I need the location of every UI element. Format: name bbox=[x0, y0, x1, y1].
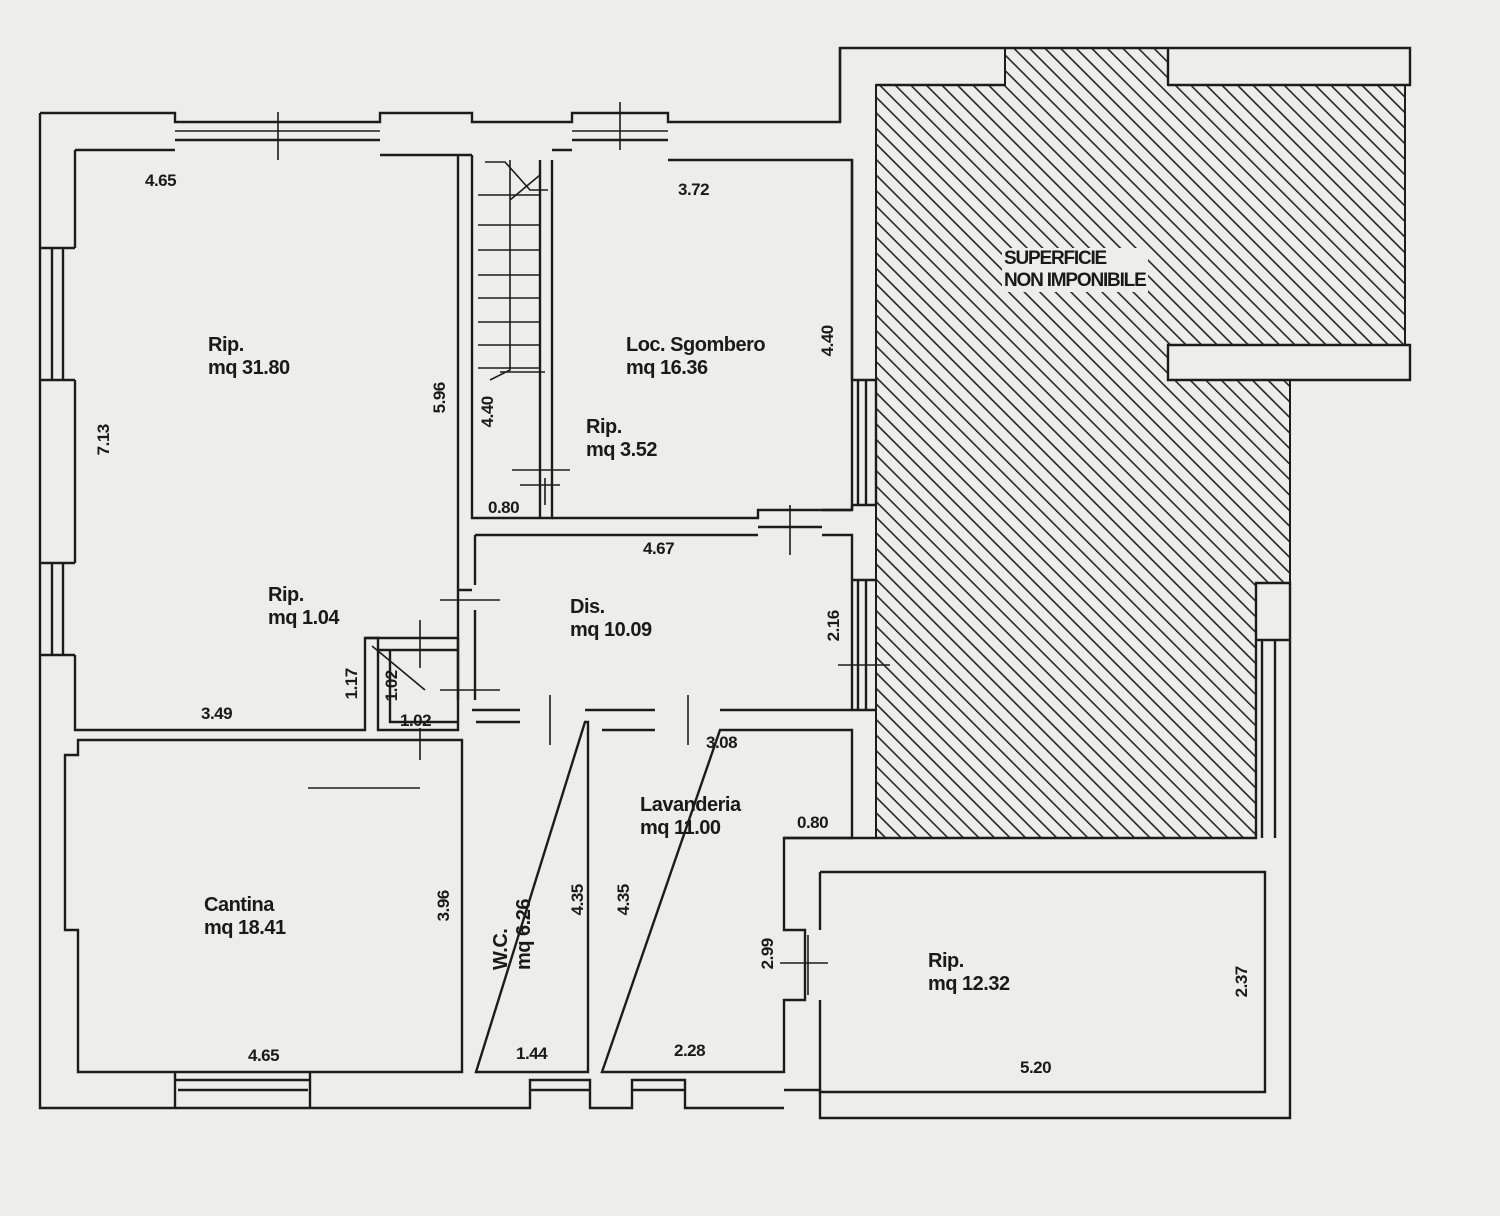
dim-label: 1.02 bbox=[400, 711, 432, 730]
room-dis: Dis. mq 10.09 bbox=[570, 596, 652, 642]
room-loc-sgombero: Loc. Sgombero mq 16.36 bbox=[626, 334, 766, 380]
dim-label: 2.37 bbox=[1232, 966, 1252, 998]
non-taxable-line2: NON IMPONIBILE bbox=[1004, 269, 1147, 291]
dim-label: 1.02 bbox=[382, 670, 402, 702]
room-area: mq 18.41 bbox=[204, 917, 286, 939]
dim-label: 3.49 bbox=[201, 704, 233, 723]
dim-label: 0.80 bbox=[488, 498, 520, 517]
dim-label: 4.40 bbox=[818, 325, 838, 357]
dim-label: 0.80 bbox=[797, 813, 829, 832]
dim-label: 4.40 bbox=[478, 396, 498, 428]
dim-label: 4.65 bbox=[248, 1046, 280, 1065]
room-name: Cantina bbox=[204, 894, 274, 916]
room-area: mq 31.80 bbox=[208, 357, 290, 379]
dim-label: 2.16 bbox=[824, 610, 844, 642]
room-rip-small: Rip. mq 3.52 bbox=[586, 416, 657, 462]
dim-label: 3.72 bbox=[678, 180, 710, 199]
dim-label: 1.44 bbox=[516, 1044, 548, 1063]
stair-treads bbox=[478, 160, 548, 381]
room-name: Rip. bbox=[208, 334, 244, 356]
dim-label: 5.96 bbox=[430, 382, 450, 414]
dim-label: 3.96 bbox=[434, 890, 454, 922]
dim-label: 4.35 bbox=[568, 884, 588, 916]
room-area: mq 16.36 bbox=[626, 357, 708, 379]
dim-label: 2.99 bbox=[758, 938, 778, 970]
dim-label: 4.65 bbox=[145, 171, 177, 190]
room-name: W.C. bbox=[490, 928, 512, 970]
dim-label: 2.28 bbox=[674, 1041, 706, 1060]
non-taxable-label: SUPERFICIE NON IMPONIBILE bbox=[1002, 248, 1148, 292]
room-area: mq 12.32 bbox=[928, 973, 1010, 995]
non-taxable-area bbox=[875, 47, 1406, 839]
dim-label: 1.17 bbox=[342, 668, 362, 700]
non-taxable-line1: SUPERFICIE bbox=[1004, 248, 1107, 269]
room-rip-large: Rip. mq 31.80 bbox=[208, 334, 290, 380]
room-name: Rip. bbox=[928, 950, 964, 972]
room-rip-right: Rip. mq 12.32 bbox=[928, 950, 1010, 996]
room-rip-tiny: Rip. mq 1.04 bbox=[268, 584, 339, 630]
dim-label: 5.20 bbox=[1020, 1058, 1052, 1077]
room-area: mq 1.04 bbox=[268, 607, 339, 629]
door-marks bbox=[308, 469, 890, 995]
room-name: Rip. bbox=[268, 584, 304, 606]
room-area: mq 3.52 bbox=[586, 439, 657, 461]
dim-label: 3.08 bbox=[706, 733, 738, 752]
windows bbox=[175, 102, 668, 160]
room-name: Dis. bbox=[570, 596, 605, 618]
room-area: mq 6.26 bbox=[513, 899, 535, 970]
room-wc: W.C. mq 6.26 bbox=[490, 880, 540, 970]
room-area: mq 10.09 bbox=[570, 619, 652, 641]
room-name: Loc. Sgombero bbox=[626, 334, 766, 356]
room-area: mq 11.00 bbox=[640, 817, 721, 839]
dim-label: 4.67 bbox=[643, 539, 675, 558]
room-lavanderia: Lavanderia mq 11.00 bbox=[640, 794, 741, 840]
room-name: Rip. bbox=[586, 416, 622, 438]
room-cantina: Cantina mq 18.41 bbox=[204, 894, 286, 940]
dim-label: 7.13 bbox=[94, 424, 114, 456]
dim-label: 4.35 bbox=[614, 884, 634, 916]
room-name: Lavanderia bbox=[640, 794, 741, 816]
